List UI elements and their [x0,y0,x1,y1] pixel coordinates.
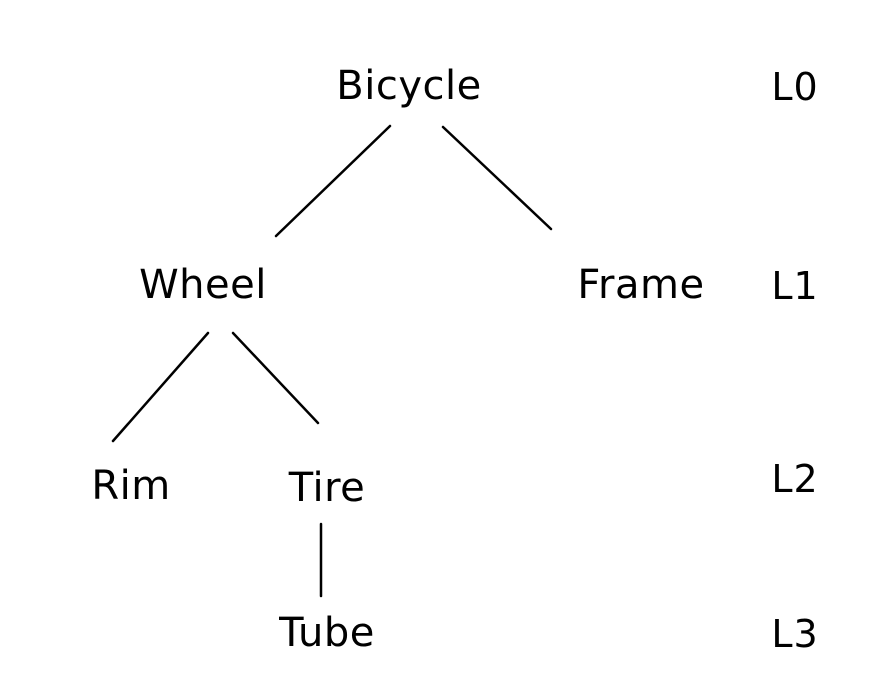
node-tube[interactable]: Tube [279,610,375,656]
node-bicycle[interactable]: Bicycle [336,63,482,109]
node-wheel[interactable]: Wheel [139,262,267,308]
node-rim[interactable]: Rim [91,463,171,509]
edge-bicycle-wheel [274,124,392,238]
level-label-l3: L3 [771,612,819,656]
edge-wheel-tire [231,331,320,425]
node-frame[interactable]: Frame [577,262,705,308]
edge-bicycle-frame [441,125,553,231]
edge-wheel-rim [111,331,210,443]
level-label-l0: L0 [771,65,819,109]
level-label-l2: L2 [771,457,819,501]
level-label-l1: L1 [771,264,819,308]
node-tire[interactable]: Tire [288,465,366,511]
